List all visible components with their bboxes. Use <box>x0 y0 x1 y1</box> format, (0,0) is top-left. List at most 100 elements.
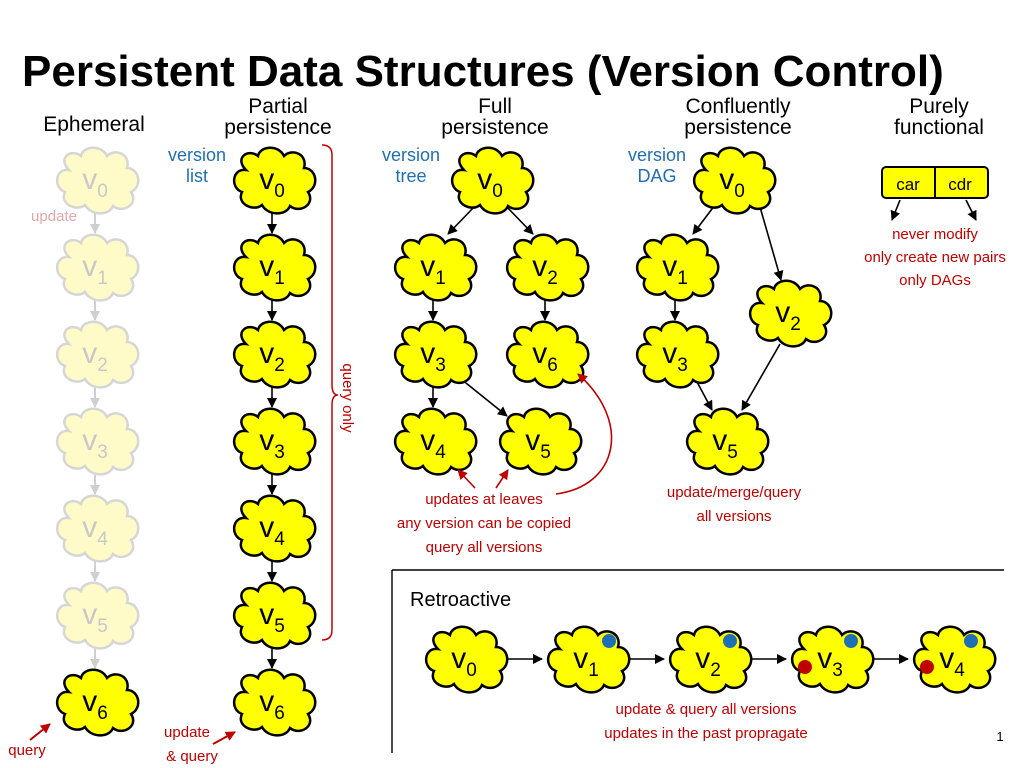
node-p5: v5 <box>232 581 317 650</box>
label-version-list-2: list <box>186 166 208 186</box>
page-number: 1 <box>996 729 1003 744</box>
node-p2: v2 <box>232 320 317 389</box>
functional-note-line2: only create new pairs <box>864 249 1006 266</box>
node-c3: v3 <box>635 320 720 389</box>
node-c5: v5 <box>685 407 770 476</box>
svg-text:v4: v4 <box>420 424 446 463</box>
heading-ephemeral: Ephemeral <box>43 113 145 136</box>
svg-text:v3: v3 <box>82 424 108 463</box>
node-r0: v0 <box>424 625 509 694</box>
node-c0: v0 <box>692 146 777 215</box>
node-f6: v6 <box>505 320 590 389</box>
node-p6: v6 <box>232 668 317 737</box>
functional-note-line1: never modify <box>892 226 978 243</box>
ephemeral-update-label: update <box>31 208 77 225</box>
label-version-dag-2: DAG <box>637 166 676 186</box>
label-version-tree-2: tree <box>395 166 426 186</box>
heading-confluent-line1: Confluently <box>685 95 791 118</box>
confluent-note-line2: all versions <box>696 508 771 525</box>
blue-dot-v2 <box>723 634 737 648</box>
label-version-tree-1: version <box>382 145 440 165</box>
label-version-list-1: version <box>168 145 226 165</box>
svg-text:v2: v2 <box>259 337 285 376</box>
svg-text:v3: v3 <box>420 337 446 376</box>
retroactive-note-line1: update & query all versions <box>616 701 797 718</box>
heading-partial-line2: persistence <box>224 116 331 139</box>
heading-full-line2: persistence <box>441 116 548 139</box>
node-e0: v0 <box>55 146 140 215</box>
node-p1: v1 <box>232 233 317 302</box>
svg-text:v2: v2 <box>775 296 801 335</box>
svg-text:v0: v0 <box>451 642 477 681</box>
node-r2: v2 <box>668 625 753 694</box>
svg-text:v4: v4 <box>939 642 965 681</box>
svg-text:v0: v0 <box>719 163 745 202</box>
svg-text:v1: v1 <box>259 250 285 289</box>
functional-note-line3: only DAGs <box>899 272 971 289</box>
query-only-label: query only <box>339 363 356 433</box>
full-note-line2: any version can be copied <box>397 515 571 532</box>
svg-text:v3: v3 <box>259 424 285 463</box>
ephemeral-query-label: query <box>8 742 46 759</box>
red-dot-v4 <box>920 660 934 674</box>
node-f3: v3 <box>393 320 478 389</box>
svg-text:v0: v0 <box>82 163 108 202</box>
confluent-dag-edges <box>670 199 784 411</box>
node-f1: v1 <box>393 233 478 302</box>
svg-text:v4: v4 <box>259 511 285 550</box>
svg-text:v5: v5 <box>525 424 551 463</box>
blue-dot-v3 <box>844 634 858 648</box>
node-p3: v3 <box>232 407 317 476</box>
heading-functional-line2: functional <box>894 116 984 139</box>
svg-text:v4: v4 <box>82 511 108 550</box>
node-f2: v2 <box>505 233 590 302</box>
blue-dot-v4 <box>964 634 978 648</box>
pair-car: car <box>896 175 920 194</box>
svg-text:v5: v5 <box>712 424 738 463</box>
heading-full-line1: Full <box>478 95 512 118</box>
node-r4: v4 <box>912 625 997 694</box>
svg-text:v5: v5 <box>82 598 108 637</box>
svg-text:v3: v3 <box>662 337 688 376</box>
heading-functional-line1: Purely <box>909 95 969 118</box>
svg-text:v0: v0 <box>477 163 503 202</box>
node-p0: v0 <box>232 146 317 215</box>
node-f5: v5 <box>498 407 583 476</box>
retroactive-heading: Retroactive <box>410 589 511 611</box>
svg-text:v3: v3 <box>817 642 843 681</box>
svg-text:v6: v6 <box>259 685 285 724</box>
svg-text:v5: v5 <box>259 598 285 637</box>
full-note-line3: query all versions <box>426 539 543 556</box>
ephemeral-query-arrow <box>29 723 51 741</box>
node-p4: v4 <box>232 494 317 563</box>
heading-confluent-line2: persistence <box>684 116 791 139</box>
partial-update-arrow <box>212 731 236 745</box>
svg-text:v1: v1 <box>420 250 446 289</box>
node-e3: v3 <box>55 407 140 476</box>
retroactive-note-line2: updates in the past propragate <box>604 725 807 742</box>
query-only-bracket <box>321 144 339 641</box>
blue-dot-v1 <box>602 634 616 648</box>
partial-note-line2: & query <box>166 748 218 765</box>
label-version-dag-1: version <box>628 145 686 165</box>
confluent-note-line1: update/merge/query <box>667 484 802 501</box>
retroactive-panel-border <box>391 569 1004 753</box>
node-e4: v4 <box>55 494 140 563</box>
node-e1: v1 <box>55 233 140 302</box>
slide-title: Persistent Data Structures (Version Cont… <box>22 47 944 96</box>
full-note-line1: updates at leaves <box>425 491 543 508</box>
partial-note-line1: update <box>164 724 210 741</box>
svg-text:v1: v1 <box>82 250 108 289</box>
svg-text:v6: v6 <box>532 337 558 376</box>
node-f0: v0 <box>450 146 535 215</box>
svg-text:v0: v0 <box>259 163 285 202</box>
svg-text:v1: v1 <box>573 642 599 681</box>
svg-text:v1: v1 <box>662 250 688 289</box>
red-dot-v3 <box>798 660 812 674</box>
node-c1: v1 <box>635 233 720 302</box>
pair-cdr: cdr <box>948 175 972 194</box>
node-f4: v4 <box>393 407 478 476</box>
svg-text:v2: v2 <box>695 642 721 681</box>
node-c2: v2 <box>748 279 833 348</box>
